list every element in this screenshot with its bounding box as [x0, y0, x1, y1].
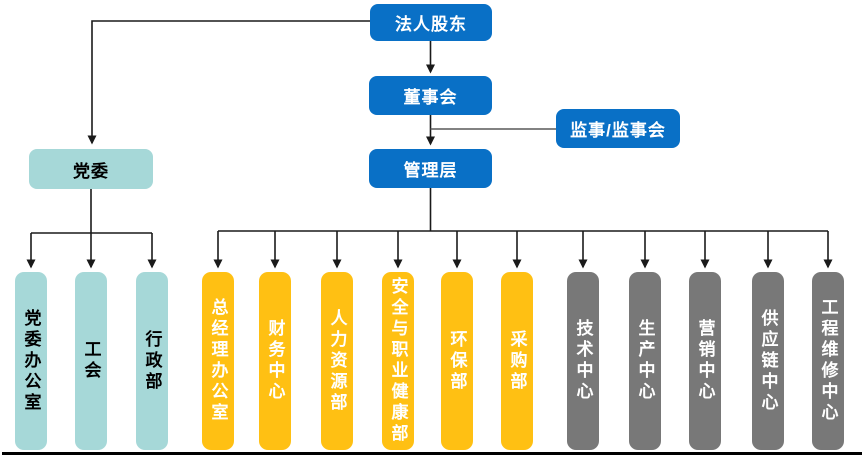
node-label: 管理层 — [403, 161, 458, 180]
node-hr-dept: 人力资源部 — [321, 272, 353, 450]
node-label: 党委办公室 — [21, 308, 41, 414]
node-party-office: 党委办公室 — [15, 272, 47, 450]
node-party-committee: 党委 — [29, 149, 153, 189]
node-label: 采购部 — [507, 329, 527, 393]
node-production-center: 生产中心 — [629, 272, 661, 450]
node-label: 人力资源部 — [327, 308, 347, 414]
node-marketing-center: 营销中心 — [689, 272, 721, 450]
node-label: 生产中心 — [635, 319, 655, 403]
node-label: 营销中心 — [695, 319, 715, 403]
node-supply-chain-center: 供应链中心 — [752, 272, 784, 450]
node-finance-center: 财务中心 — [259, 272, 291, 450]
bottom-border-line — [2, 452, 862, 455]
node-shareholder: 法人股东 — [370, 4, 492, 41]
node-supervisors: 监事/监事会 — [556, 109, 680, 148]
node-safety-health-dept: 安全与职业健康部 — [382, 272, 414, 450]
node-label: 行政部 — [142, 329, 162, 393]
node-label: 工程维修中心 — [818, 298, 838, 424]
node-management: 管理层 — [369, 149, 492, 188]
node-labor-union: 工会 — [75, 272, 107, 450]
node-procurement-dept: 采购部 — [501, 272, 533, 450]
node-label: 环保部 — [447, 329, 467, 393]
node-tech-center: 技术中心 — [567, 272, 599, 450]
connector-shareholder-to-party — [87, 20, 370, 145]
node-engineering-maintenance-center: 工程维修中心 — [812, 272, 844, 450]
node-label: 供应链中心 — [758, 308, 778, 414]
node-label: 监事/监事会 — [570, 121, 666, 140]
node-label: 财务中心 — [265, 319, 285, 403]
node-label: 总经理办公室 — [208, 298, 228, 424]
node-label: 法人股东 — [395, 15, 467, 34]
node-label: 工会 — [81, 340, 101, 382]
node-label: 技术中心 — [573, 319, 593, 403]
node-label: 安全与职业健康部 — [388, 277, 408, 445]
node-gm-office: 总经理办公室 — [202, 272, 234, 450]
node-label: 党委 — [73, 161, 109, 181]
node-label: 董事会 — [403, 88, 458, 107]
node-admin-dept: 行政部 — [136, 272, 168, 450]
node-environment-dept: 环保部 — [441, 272, 473, 450]
node-board: 董事会 — [369, 76, 492, 115]
